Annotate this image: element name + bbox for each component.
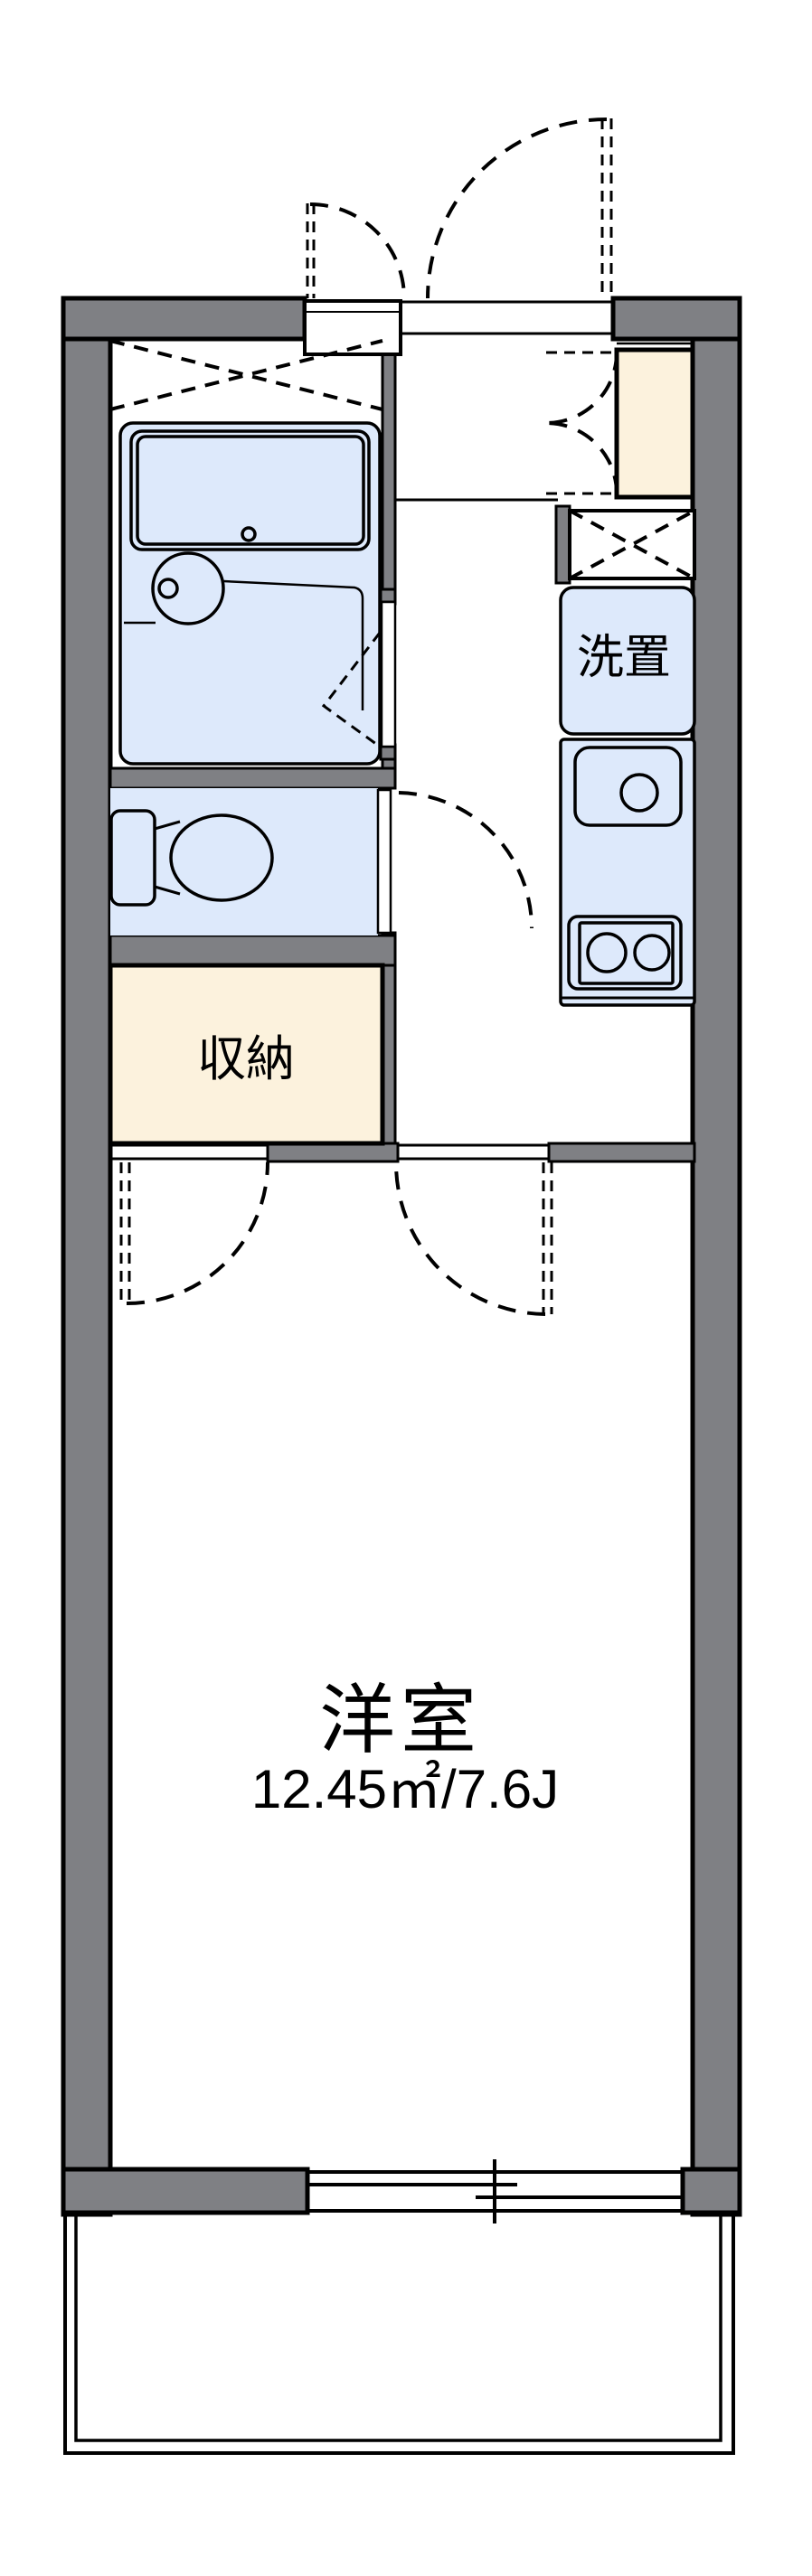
bath-door-jamb <box>379 588 397 604</box>
gas-stove-top <box>578 921 675 985</box>
toilet-door-leaf <box>376 788 392 935</box>
top-wall-right <box>610 296 742 342</box>
storage-closet-box <box>108 963 385 1146</box>
burner-icon <box>586 932 628 973</box>
shoe-cabinet <box>545 342 695 500</box>
sliding-window <box>307 2159 683 2223</box>
bathroom-window-cross <box>109 339 383 411</box>
room-divider-left <box>266 1142 400 1163</box>
entrance-door <box>426 118 613 299</box>
vent-box <box>568 509 696 580</box>
top-wall-left <box>61 296 307 342</box>
hall-door <box>394 1162 553 1316</box>
shower-drain-icon <box>151 551 225 625</box>
bath-corridor-wall-upper <box>381 337 397 606</box>
shoe-cabinet-doors <box>545 351 618 495</box>
vent-box-frame <box>568 509 696 580</box>
right-wall <box>690 296 742 2217</box>
laundry-space-label: 洗置 <box>577 632 671 684</box>
laundry-space: 洗置 <box>559 586 696 736</box>
balcony <box>63 2216 735 2455</box>
toilet-closet-divider <box>109 934 397 967</box>
toilet-room <box>109 788 533 935</box>
bath-door-leaf <box>380 600 397 748</box>
room-divider-right <box>547 1142 696 1163</box>
main-room: 洋室 12.45㎡/7.6J <box>251 1678 559 1819</box>
bathroom <box>109 339 397 766</box>
entrance <box>303 118 613 502</box>
bath-door-jamb <box>379 745 397 761</box>
bottom-wall-right <box>680 2167 742 2215</box>
entrance-alcove <box>303 299 402 356</box>
bath-toilet-divider <box>109 766 397 790</box>
shower-drain-center <box>157 578 179 599</box>
kitchen-sink <box>573 746 683 827</box>
toilet-connector <box>154 820 181 831</box>
room-doorways <box>110 1143 553 1316</box>
kitchen <box>559 738 696 1007</box>
balcony-outer-rail <box>63 2216 735 2455</box>
faucet-icon <box>619 773 659 813</box>
shoe-cabinet-box <box>614 347 695 500</box>
toilet-connector <box>154 885 181 896</box>
laundry-space-box <box>559 586 696 736</box>
toilet-door-swing <box>398 791 533 929</box>
toilet-icon <box>169 813 274 902</box>
storage-closet: 収納 <box>108 963 385 1146</box>
tub-drain-icon <box>241 526 257 542</box>
left-wall <box>61 296 113 2217</box>
corridor-stub-wall <box>554 504 571 585</box>
bathtub-inner <box>136 435 365 546</box>
bath-folding-door <box>321 632 382 748</box>
burner-icon <box>633 934 671 972</box>
gas-stove-frame <box>567 915 683 991</box>
closet-door <box>119 1161 269 1305</box>
room-name-label: 洋室 <box>319 1678 482 1763</box>
bathtub-icon <box>129 429 371 551</box>
outer-walls <box>61 296 742 2217</box>
shower-area-edge <box>222 579 364 710</box>
storage-closet-label: 収納 <box>197 1032 295 1086</box>
toilet-tank <box>109 809 156 907</box>
alcove-door <box>306 202 406 299</box>
bottom-wall-left <box>61 2167 310 2215</box>
balcony-inner-rail <box>74 2216 722 2442</box>
room-size-label: 12.45㎡/7.6J <box>251 1759 559 1819</box>
